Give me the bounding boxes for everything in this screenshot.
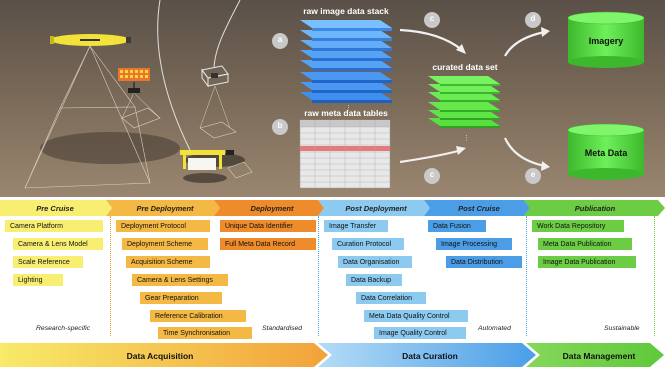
step-c-top-label: c <box>429 14 435 23</box>
task-camera-lens-model: Camera & Lens Model <box>13 238 103 250</box>
task-lighting: Lighting <box>13 274 63 286</box>
stage-data-acquisition: Data Acquisition <box>126 351 194 361</box>
divider <box>526 216 527 336</box>
step-e-label: e <box>530 170 536 179</box>
task-image-transfer: Image Transfer <box>324 220 388 232</box>
phase-pre-deployment: Pre Deployment <box>136 203 194 213</box>
workflow-illustration: ⋮ ⋮ <box>0 0 665 197</box>
footer-research-specific: Research-specific <box>36 325 91 332</box>
phase-deployment: Deployment <box>250 203 294 213</box>
task-data-distribution: Data Distribution <box>446 256 522 268</box>
task-data-correlation: Data Correlation <box>356 292 426 304</box>
step-a-label: a <box>277 35 283 44</box>
task-acquisition-scheme: Acquisition Scheme <box>126 256 210 268</box>
task-data-backup: Data Backup <box>346 274 402 286</box>
phase-header-arrows <box>0 200 665 216</box>
svg-text:⋮: ⋮ <box>463 135 470 142</box>
phase-pre-cruise: Pre Cruise <box>36 203 74 213</box>
stage-data-management: Data Management <box>562 351 636 361</box>
task-curation-protocol: Curation Protocol <box>332 238 404 250</box>
footer-automated: Automated <box>478 325 511 332</box>
task-scale-reference: Scale Reference <box>13 256 83 268</box>
camera-frame-icon <box>199 65 237 139</box>
task-time-synchronisation: Time Synchronisation <box>158 327 252 339</box>
stage-data-curation: Data Curation <box>402 351 458 361</box>
task-deployment-protocol: Deployment Protocol <box>116 220 210 232</box>
task-camera-platform: Camera Platform <box>5 220 103 232</box>
task-reference-calibration: Reference Calibration <box>150 310 246 322</box>
tripod-lander-icon <box>180 150 253 179</box>
lander-icon <box>118 68 161 129</box>
imagery-label: Imagery <box>588 36 624 46</box>
curated-label: curated data set <box>432 62 498 72</box>
step-d-label: d <box>530 14 536 23</box>
metadata-database-icon <box>567 123 645 180</box>
task-work-data-repository: Work Data Repository <box>532 220 624 232</box>
raw-image-label: raw image data stack <box>303 6 389 16</box>
imagery-database-icon <box>567 11 645 68</box>
task-image-quality-control: Image Quality Control <box>374 327 466 339</box>
svg-text:⋮: ⋮ <box>345 105 352 112</box>
task-meta-data-quality-control: Meta Data Quality Control <box>364 310 468 322</box>
task-data-fusion: Data Fusion <box>428 220 486 232</box>
phase-post-deployment: Post Deployment <box>345 203 407 213</box>
task-deployment-scheme: Deployment Scheme <box>122 238 208 250</box>
divider <box>654 216 655 336</box>
footer-standardised: Standardised <box>262 325 303 332</box>
raw-meta-label: raw meta data tables <box>304 108 388 118</box>
step-c-bottom-label: c <box>429 170 435 179</box>
step-b-label: b <box>277 121 283 130</box>
divider <box>110 216 111 336</box>
phase-post-cruise: Post Cruise <box>458 203 500 213</box>
raw-meta-table <box>299 119 391 189</box>
task-camera-lens-settings: Camera & Lens Settings <box>132 274 228 286</box>
stage-arrows <box>0 343 664 367</box>
task-meta-data-publication: Meta Data Publication <box>538 238 632 250</box>
footer-sustainable: Sustainable <box>604 325 640 332</box>
curated-data-stack: ⋮ <box>428 76 500 142</box>
task-gear-preparation: Gear Preparation <box>140 292 222 304</box>
task-data-organisation: Data Organisation <box>338 256 412 268</box>
divider <box>318 216 319 336</box>
phase-publication: Publication <box>574 203 616 213</box>
raw-image-stack: ⋮ <box>300 20 392 112</box>
auv-icon <box>24 34 151 189</box>
task-full-meta-data-record: Full Meta Data Record <box>220 238 316 250</box>
task-unique-data-identifier: Unique Data Identifier <box>220 220 316 232</box>
metadata-label: Meta Data <box>584 148 628 158</box>
task-image-data-publication: Image Data Publication <box>538 256 636 268</box>
task-image-processing: Image Processing <box>436 238 512 250</box>
seafloor-scene: ⋮ ⋮ <box>0 0 665 197</box>
